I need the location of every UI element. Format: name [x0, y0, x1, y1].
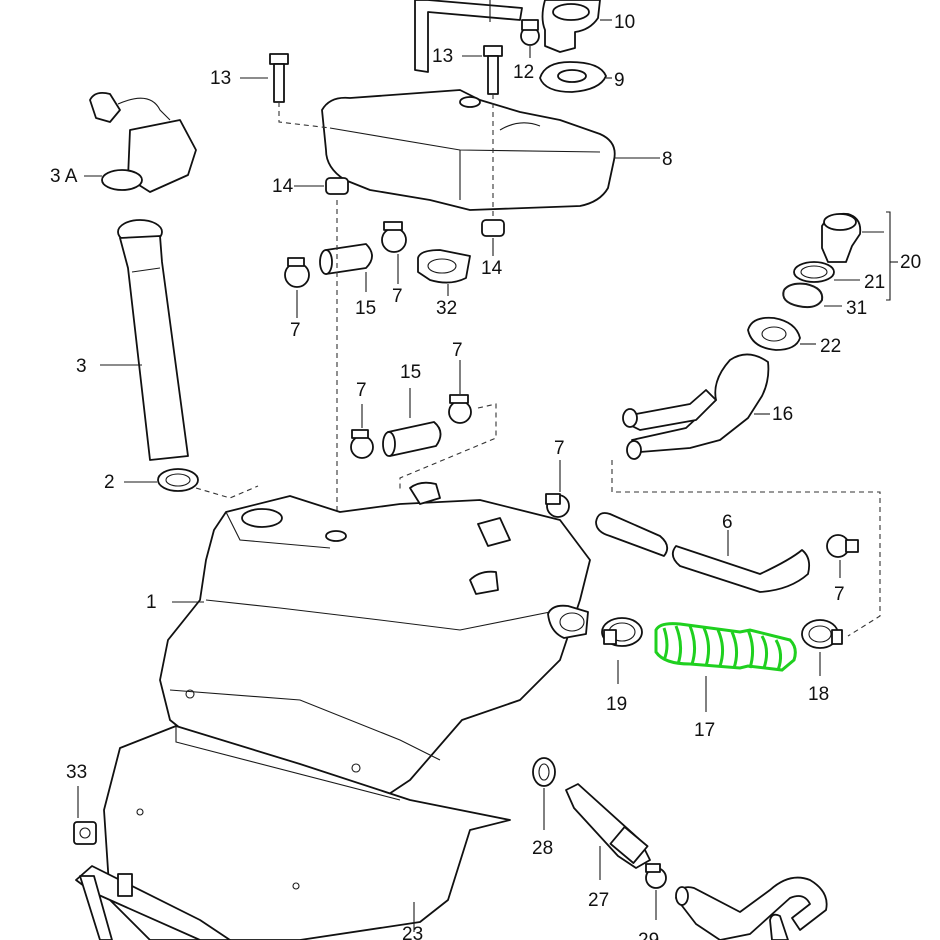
- label-7b: 7: [392, 286, 403, 307]
- part-28-washer: 28: [532, 757, 556, 859]
- part-2-seal: 2: [104, 468, 199, 493]
- label-31: 31: [846, 298, 867, 319]
- part-10-valve: 10: [541, 0, 635, 53]
- part-1-fuel-tank: 1: [146, 481, 591, 801]
- bottom-hose: [675, 876, 828, 940]
- label-7f: 7: [834, 584, 845, 605]
- part-6-hose: 6: [595, 512, 811, 593]
- label-15a: 15: [355, 298, 376, 319]
- label-13a: 13: [210, 68, 231, 89]
- part-27-drain: 27: [565, 783, 651, 911]
- part-17-bellows-hose[interactable]: 17: [654, 622, 797, 741]
- part-7-clamp-e: 7: [545, 438, 570, 518]
- part-15-hose-lower: 15: [382, 362, 442, 457]
- label-14b: 14: [481, 258, 503, 279]
- label-28: 28: [532, 838, 553, 859]
- label-19: 19: [606, 694, 627, 715]
- label-32: 32: [436, 298, 457, 319]
- part-29-label-group: 29: [638, 890, 659, 940]
- part-31-circlip: 31: [782, 282, 867, 319]
- part-7-clamp-a: 7: [284, 257, 310, 341]
- part-16-filler-hose: 16: [622, 353, 793, 460]
- part-12-clamp: 12: [513, 19, 540, 83]
- label-10: 10: [614, 12, 635, 33]
- part-22-gasket: 22: [747, 316, 841, 357]
- label-21: 21: [864, 272, 885, 293]
- part-15-hose-upper: 15: [319, 243, 376, 319]
- label-33: 33: [66, 762, 87, 783]
- label-29: 29: [638, 930, 659, 940]
- part-14-grommet-right: 14: [481, 219, 505, 279]
- part-9-flange: 9: [539, 61, 625, 93]
- vent-pipe-top: [414, 0, 523, 73]
- label-16: 16: [772, 404, 793, 425]
- part-7-clamp-b: 7: [381, 221, 407, 307]
- label-23: 23: [402, 924, 423, 940]
- part-32-bracket: 32: [417, 249, 471, 319]
- label-27: 27: [588, 890, 609, 911]
- part-21-seal: 21: [793, 261, 885, 293]
- label-3a: 3 A: [50, 166, 78, 187]
- label-22: 22: [820, 336, 841, 357]
- tank-strap: [75, 865, 231, 940]
- label-15b: 15: [400, 362, 421, 383]
- part-13-bolt-right: 13: [432, 45, 503, 95]
- part-18-clamp: 18: [801, 619, 843, 705]
- label-3: 3: [76, 356, 87, 377]
- label-8: 8: [662, 149, 673, 170]
- label-13b: 13: [432, 46, 453, 67]
- label-18: 18: [808, 684, 829, 705]
- label-12: 12: [513, 62, 534, 83]
- label-14a: 14: [272, 176, 294, 197]
- label-2: 2: [104, 472, 115, 493]
- part-13-bolt-left: 13: [210, 53, 289, 103]
- label-7a: 7: [290, 320, 301, 341]
- part-8-expansion-tank: 8: [321, 89, 673, 211]
- label-6: 6: [722, 512, 733, 533]
- label-7c: 7: [356, 380, 367, 401]
- part-3a-sender: 3 A: [50, 91, 197, 193]
- part-7-clamp-f: 7: [826, 534, 859, 605]
- label-7e: 7: [554, 438, 565, 459]
- part-7-clamp-d: 7: [448, 340, 472, 424]
- part-7-clamp-c: 7: [350, 380, 374, 459]
- label-17: 17: [694, 720, 715, 741]
- part-14-grommet-left: 14: [272, 176, 349, 197]
- part-20-filler-cap: 20: [821, 211, 921, 301]
- part-33-clip: 33: [66, 762, 97, 845]
- part-7-clamp-g: [645, 863, 667, 889]
- part-19-clamp: 19: [601, 617, 643, 715]
- label-20: 20: [900, 252, 921, 273]
- label-9: 9: [614, 70, 625, 91]
- label-1: 1: [146, 592, 157, 613]
- part-3-filler-tube: 3: [76, 219, 189, 461]
- label-7d: 7: [452, 340, 463, 361]
